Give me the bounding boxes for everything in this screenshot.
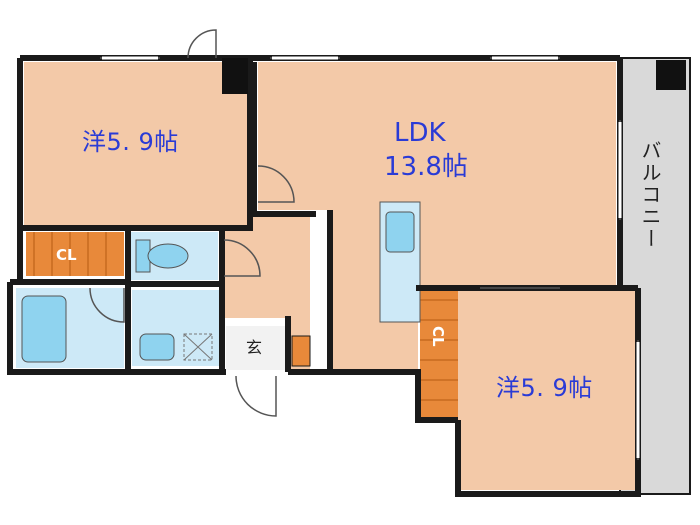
entrance-floor xyxy=(226,326,288,370)
shoe-cabinet xyxy=(291,335,311,367)
closet-right-label: CL xyxy=(429,326,447,347)
door-hall xyxy=(257,165,295,203)
door-entrance xyxy=(235,375,277,417)
western-room-bottom xyxy=(458,290,636,490)
door-toilet xyxy=(223,239,261,277)
door-top-entry xyxy=(187,29,217,59)
door-bath xyxy=(89,287,125,323)
western-room-top-label: 洋5. 9帖 xyxy=(82,128,179,156)
balcony-label: バルコニー xyxy=(638,140,662,250)
balcony-pillar xyxy=(656,60,686,90)
washer-space xyxy=(183,333,213,361)
entrance-label: 玄 xyxy=(246,338,263,357)
bathtub xyxy=(21,295,67,363)
toilet-bowl xyxy=(147,243,189,269)
ldk-label-line1: LDK xyxy=(394,118,446,148)
western-room-top xyxy=(24,62,250,228)
ldk-label-line2: 13.8帖 xyxy=(384,152,468,182)
closet-right xyxy=(420,290,458,420)
ldk-room xyxy=(258,62,616,370)
closet-left xyxy=(26,232,124,276)
wash-basin xyxy=(139,333,175,361)
western-room-bottom-label: 洋5. 9帖 xyxy=(496,374,593,402)
closet-left-label: CL xyxy=(56,246,77,264)
kitchen-sink xyxy=(385,211,415,253)
